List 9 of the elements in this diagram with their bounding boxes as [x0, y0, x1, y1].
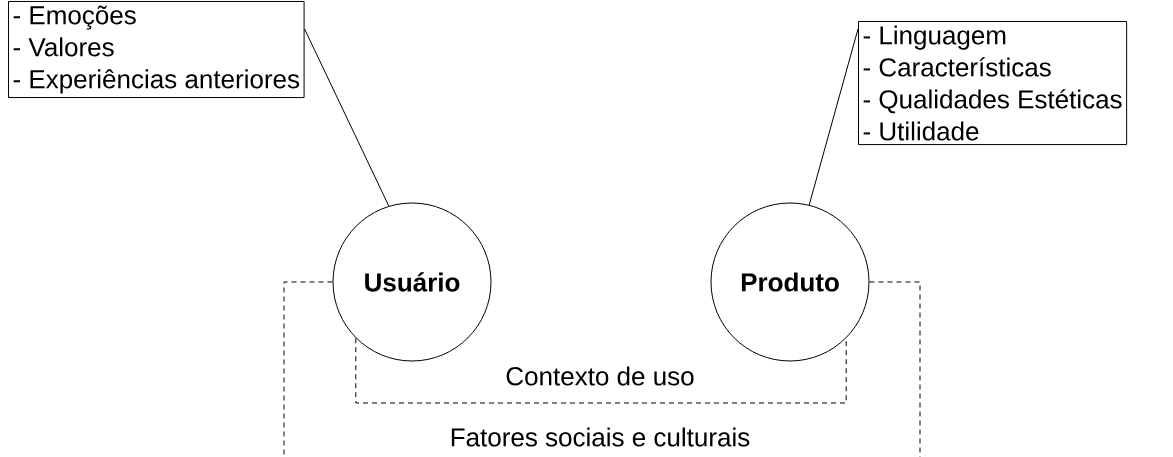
leader-line [304, 28, 390, 207]
dashed-bracket [355, 337, 847, 404]
leader-line [808, 28, 859, 206]
list-box: - Linguagem - Características - Qualidades Estéticas - Utilidade [858, 21, 1128, 146]
label: Fatores sociais e culturais [451, 427, 750, 447]
edge-label: Contexto de uso [503, 364, 697, 388]
list-box: - Emoções - Valores - Experiências anteriores [8, 1, 305, 99]
dashed-bracket [283, 281, 333, 457]
dashed-bracket [869, 281, 921, 457]
